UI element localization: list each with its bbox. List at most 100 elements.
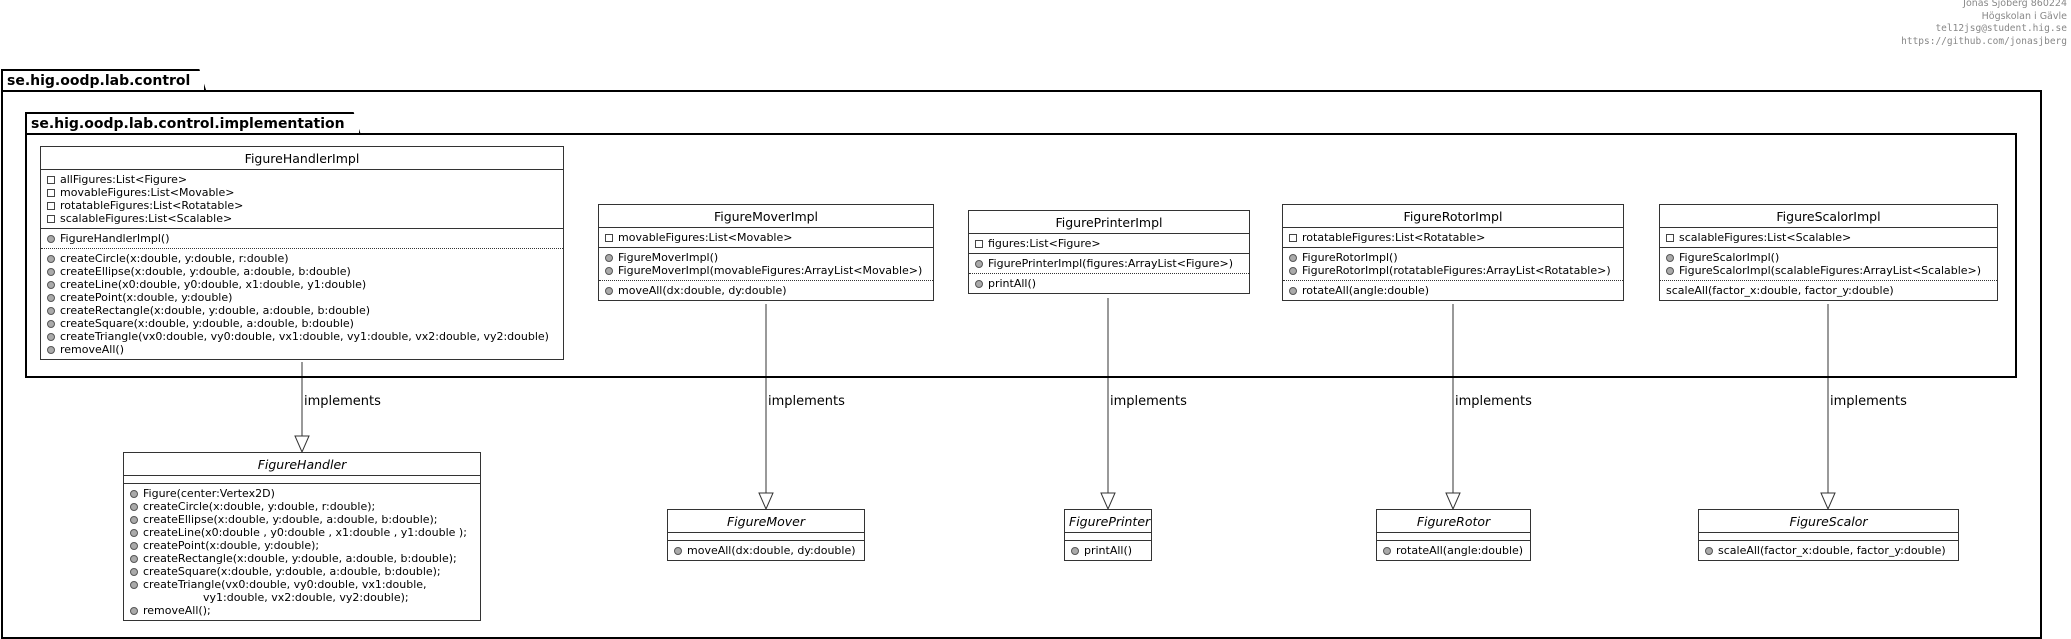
constructor-row: FigurePrinterImpl(figures:ArrayList<Figu… (975, 257, 1243, 270)
field-row: scalableFigures:List<Scalable> (47, 212, 557, 225)
outer-package-name: se.hig.oodp.lab.control (7, 73, 191, 89)
public-visibility-icon (605, 266, 613, 275)
constructor-row: FigureRotorImpl(rotatableFigures:ArrayLi… (1289, 264, 1617, 277)
public-visibility-icon (130, 567, 138, 576)
interface-figure-mover[interactable]: FigureMover moveAll(dx:double, dy:double… (667, 509, 865, 561)
method-row: scaleAll(factor_x:double, factor_y:doubl… (1705, 544, 1952, 557)
fields-section (668, 533, 864, 541)
class-name: FigureMoverImpl (599, 205, 933, 228)
method-row: createPoint(x:double, y:double) (47, 291, 557, 304)
field-row: figures:List<Figure> (975, 237, 1243, 250)
class-name: FigurePrinterImpl (969, 211, 1249, 234)
method-row: createPoint(x:double, y:double); (130, 539, 474, 552)
implements-arrow-printer (1100, 298, 1116, 511)
method-text: moveAll(dx:double, dy:double) (687, 544, 856, 557)
method-row: createSquare(x:double, y:double, a:doubl… (47, 317, 557, 330)
methods-section: rotateAll(angle:double) (1283, 281, 1623, 300)
class-figure-handler-impl[interactable]: FigureHandlerImpl allFigures:List<Figure… (40, 146, 564, 360)
field-row: allFigures:List<Figure> (47, 173, 557, 186)
class-figure-printer-impl[interactable]: FigurePrinterImpl figures:List<Figure> F… (968, 210, 1250, 294)
method-text: Figure(center:Vertex2D) (143, 487, 275, 500)
class-name: FigureScalorImpl (1660, 205, 1997, 228)
class-figure-mover-impl[interactable]: FigureMoverImpl movableFigures:List<Mova… (598, 204, 934, 301)
methods-section: Figure(center:Vertex2D) createCircle(x:d… (124, 484, 480, 620)
methods-section: createCircle(x:double, y:double, r:doubl… (41, 249, 563, 359)
method-continuation-row: vy1:double, vx2:double, vy2:double); (130, 591, 474, 604)
implements-arrow-rotor (1445, 304, 1461, 511)
method-row: createEllipse(x:double, y:double, a:doub… (130, 513, 474, 526)
constructors-section: FigurePrinterImpl(figures:ArrayList<Figu… (969, 254, 1249, 274)
method-text: createTriangle(vx0:double, vy0:double, v… (60, 330, 549, 343)
method-row: rotateAll(angle:double) (1383, 544, 1524, 557)
class-figure-scalor-impl[interactable]: FigureScalorImpl scalableFigures:List<Sc… (1659, 204, 1998, 301)
fields-section (1065, 533, 1151, 541)
method-text: removeAll() (60, 343, 124, 356)
method-row: createLine(x0:double , y0:double , x1:do… (130, 526, 474, 539)
constructor-text: FigureScalorImpl(scalableFigures:ArrayLi… (1679, 264, 1982, 277)
implements-arrow-mover (758, 304, 774, 511)
public-visibility-icon (130, 554, 138, 563)
field-text: scalableFigures:List<Scalable> (1679, 231, 1852, 244)
field-row: rotatableFigures:List<Rotatable> (1289, 231, 1617, 244)
constructors-section: FigureMoverImpl() FigureMoverImpl(movabl… (599, 248, 933, 281)
method-text: createTriangle(vx0:double, vy0:double, v… (143, 578, 427, 591)
interface-figure-rotor[interactable]: FigureRotor rotateAll(angle:double) (1376, 509, 1531, 561)
interface-name: FigureScalor (1699, 510, 1958, 533)
methods-section: scaleAll(factor_x:double, factor_y:doubl… (1660, 281, 1997, 300)
public-visibility-icon (1071, 546, 1079, 555)
public-visibility-icon (47, 319, 55, 328)
public-visibility-icon (975, 259, 983, 268)
method-text: createCircle(x:double, y:double, r:doubl… (60, 252, 289, 265)
public-visibility-icon (47, 234, 55, 243)
fields-section (1377, 533, 1530, 541)
public-visibility-icon (130, 606, 138, 615)
constructor-text: FigurePrinterImpl(figures:ArrayList<Figu… (988, 257, 1234, 270)
public-visibility-icon (47, 280, 55, 289)
implements-arrow-handler (294, 362, 310, 454)
public-visibility-icon (1289, 253, 1297, 262)
field-row: movableFigures:List<Movable> (605, 231, 927, 244)
outer-package-tab: se.hig.oodp.lab.control (1, 69, 206, 91)
constructor-text: FigureRotorImpl() (1302, 251, 1398, 264)
author-email: tel12jsg@student.hig.se (1935, 23, 2067, 35)
public-visibility-icon (130, 541, 138, 550)
constructor-row: FigureMoverImpl() (605, 251, 927, 264)
method-text: createEllipse(x:double, y:double, a:doub… (143, 513, 438, 526)
constructor-text: FigureRotorImpl(rotatableFigures:ArrayLi… (1302, 264, 1611, 277)
field-text: movableFigures:List<Movable> (618, 231, 793, 244)
public-visibility-icon (47, 254, 55, 263)
field-text: allFigures:List<Figure> (60, 173, 188, 186)
interface-figure-scalor[interactable]: FigureScalor scaleAll(factor_x:double, f… (1698, 509, 1959, 561)
method-text: printAll() (1084, 544, 1133, 557)
constructors-section: FigureScalorImpl() FigureScalorImpl(scal… (1660, 248, 1997, 281)
interface-figure-handler[interactable]: FigureHandler Figure(center:Vertex2D) cr… (123, 452, 481, 621)
public-visibility-icon (975, 279, 983, 288)
method-text: createEllipse(x:double, y:double, a:doub… (60, 265, 351, 278)
implements-label-rotor: implements (1455, 394, 1532, 409)
method-text: rotateAll(angle:double) (1396, 544, 1524, 557)
methods-section: rotateAll(angle:double) (1377, 541, 1530, 560)
method-text: createLine(x0:double, y0:double, x1:doub… (60, 278, 367, 291)
class-figure-rotor-impl[interactable]: FigureRotorImpl rotatableFigures:List<Ro… (1282, 204, 1624, 301)
field-row: scalableFigures:List<Scalable> (1666, 231, 1991, 244)
fields-section: allFigures:List<Figure> movableFigures:L… (41, 170, 563, 229)
public-visibility-icon (47, 306, 55, 315)
field-text: rotatableFigures:List<Rotatable> (60, 199, 244, 212)
inner-package-frame (25, 133, 2017, 378)
constructors-section: FigureRotorImpl() FigureRotorImpl(rotata… (1283, 248, 1623, 281)
interface-figure-printer[interactable]: FigurePrinter printAll() (1064, 509, 1152, 561)
fields-section: movableFigures:List<Movable> (599, 228, 933, 248)
implements-label-scalor: implements (1830, 394, 1907, 409)
method-text: createLine(x0:double , y0:double , x1:do… (143, 526, 467, 539)
method-text: createSquare(x:double, y:double, a:doubl… (143, 565, 441, 578)
author-header: Jonas Sjöberg 860224 Högskolan i Gävle t… (1901, 0, 2067, 48)
public-visibility-icon (130, 502, 138, 511)
method-row: printAll() (975, 277, 1243, 290)
public-visibility-icon (1289, 286, 1297, 295)
author-school: Högskolan i Gävle (1981, 10, 2067, 22)
method-row: removeAll(); (130, 604, 474, 617)
interface-name: FigureMover (668, 510, 864, 533)
constructor-row: FigureHandlerImpl() (47, 232, 557, 245)
method-text: createSquare(x:double, y:double, a:doubl… (60, 317, 354, 330)
